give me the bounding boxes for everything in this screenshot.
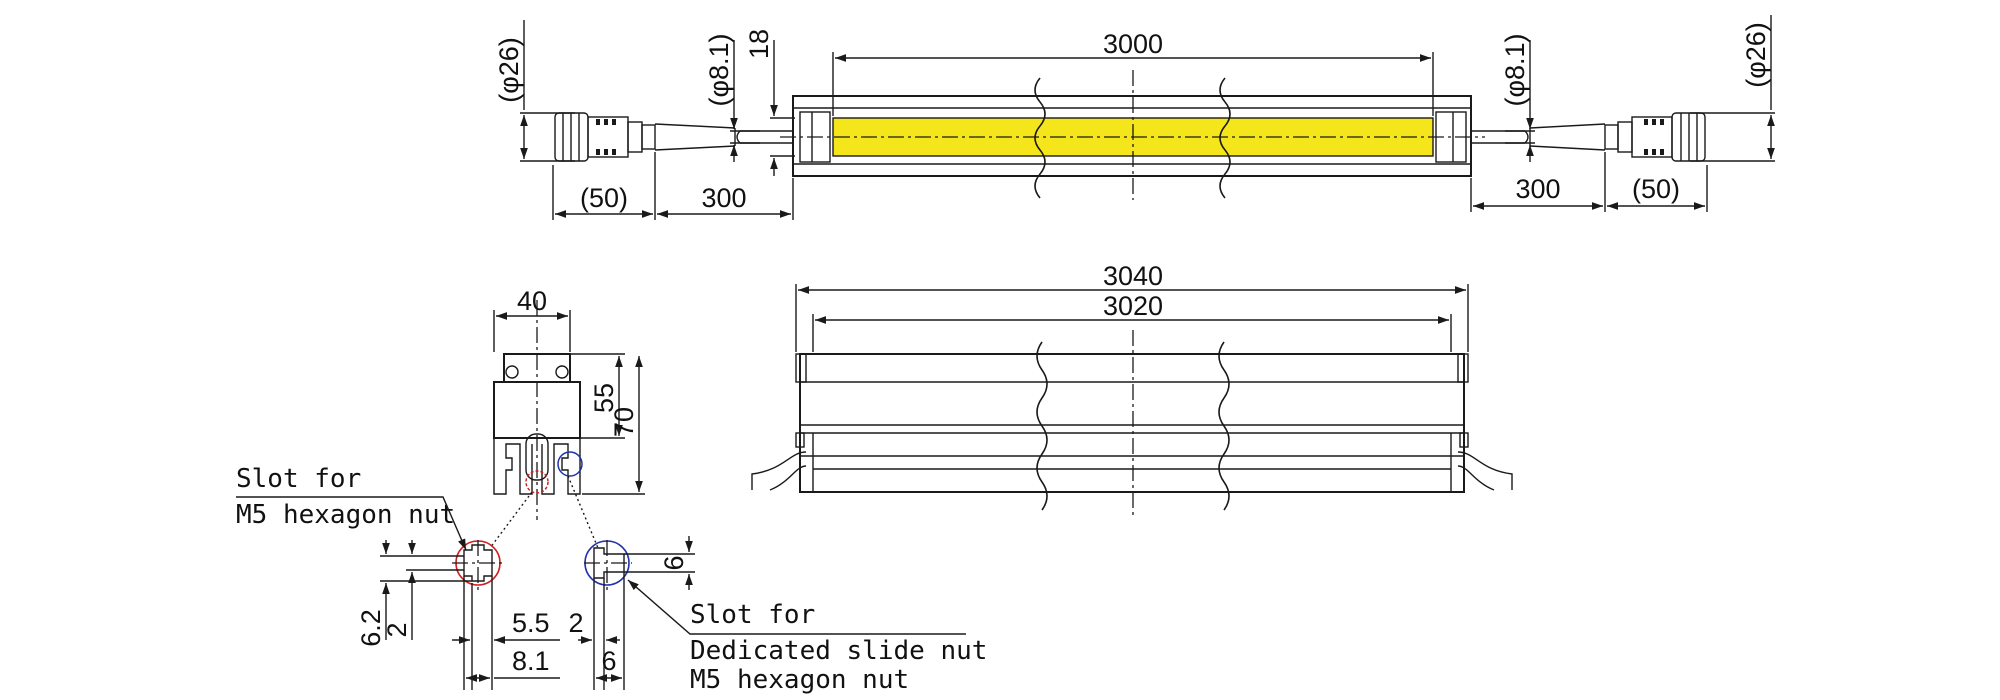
front-cable-right (1457, 451, 1513, 490)
dim-cable-length-right: 300 (1515, 174, 1560, 204)
callout-circle-red-small (525, 470, 549, 494)
slot-label-right-line1: Slot for (690, 600, 815, 630)
dim-slot-left-62: 6.2 (356, 609, 386, 647)
side-view: 40 55 70 (493, 286, 645, 520)
front-cable-left (751, 451, 807, 490)
slot-label-left-line1: Slot for (236, 464, 361, 494)
front-body (799, 353, 1465, 493)
bar-body-outer (792, 95, 1472, 177)
dim-slot-left-2: 2 (382, 622, 412, 637)
dim-slot-right-6h: 6 (601, 646, 616, 676)
dim-bar-height: 18 (744, 29, 774, 59)
dim-slot-right-2: 2 (568, 608, 583, 638)
dim-cable-length-left: 300 (701, 183, 746, 213)
dim-side-width: 40 (517, 286, 547, 316)
dim-slot-left-55: 5.5 (512, 608, 550, 638)
front-view: 3040 3020 (751, 261, 1513, 515)
slot-label-right-line3: M5 hexagon nut (690, 665, 909, 695)
slot-label-left-line2: M5 hexagon nut (236, 500, 455, 530)
dim-emitting-length: 3000 (1103, 29, 1163, 59)
break-line (1219, 77, 1231, 199)
right-connector (1604, 112, 1706, 162)
dim-connector-length-right: (50) (1632, 174, 1680, 204)
callout-circle-blue-small (557, 451, 583, 477)
dim-cable-dia-right: (φ8.1) (1500, 33, 1530, 106)
slot-label-right-line2: Dedicated slide nut (690, 636, 987, 666)
dim-connector-dia-right: (φ26) (1741, 22, 1771, 88)
slot-detail-right: 6 2 6 Slot for Dedicated slide nut M5 he… (568, 536, 987, 695)
dim-connector-length-left: (50) (580, 183, 628, 213)
dim-body-length: 3020 (1103, 291, 1163, 321)
dim-cable-dia-left: (φ8.1) (704, 33, 734, 106)
dim-height-55: 55 (589, 383, 619, 413)
dim-connector-dia-left: (φ26) (494, 37, 524, 103)
dim-slot-right-6v: 6 (659, 555, 689, 570)
break-line (1034, 77, 1046, 199)
top-view: 3000 (φ26) (φ8.1) 18 (50) 300 (φ8.1) (494, 15, 1775, 220)
left-connector (554, 112, 656, 162)
dim-height-70: 70 (609, 407, 639, 437)
dim-slot-left-81: 8.1 (512, 646, 550, 676)
slot-detail-left: Slot for M5 hexagon nut 6.2 2 5.5 8.1 (236, 464, 560, 690)
dim-overall-length: 3040 (1103, 261, 1163, 291)
